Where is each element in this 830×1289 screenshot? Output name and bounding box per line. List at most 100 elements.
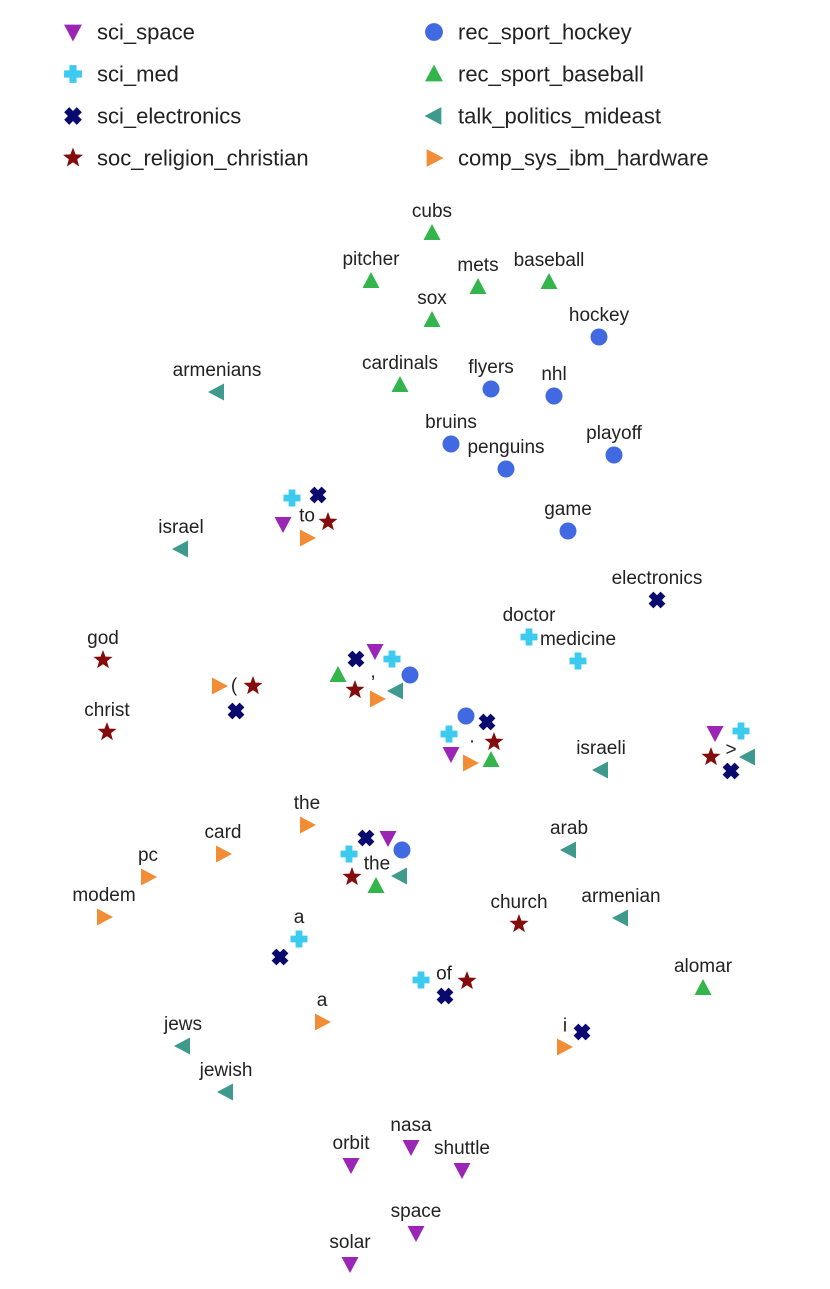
point-sci-med-2 xyxy=(440,725,458,743)
point-rec-sport-hockey-8 xyxy=(457,707,475,725)
point-rec-sport-baseball-7 xyxy=(482,751,500,767)
cluster-annotation-6: of xyxy=(436,964,453,985)
legend-marker-talk-politics-mideast xyxy=(424,107,442,125)
point-rec-sport-hockey-2 xyxy=(545,387,563,405)
point-sci-electronics-4 xyxy=(722,762,740,780)
point-label-jewish: jewish xyxy=(199,1060,253,1081)
point-rec-sport-baseball-1 xyxy=(362,272,380,288)
point-sci-space-6 xyxy=(342,1158,360,1174)
point-comp-sys-ibm-hardware-3 xyxy=(463,754,479,772)
cluster-annotation-0: to xyxy=(299,506,315,527)
point-rec-sport-baseball-3 xyxy=(540,273,558,289)
cluster-annotation-2: , xyxy=(370,662,375,683)
legend-label-rec-sport-hockey: rec_sport_hockey xyxy=(458,20,632,45)
legend-marker-rec-sport-hockey xyxy=(425,23,443,41)
point-rec-sport-baseball-2 xyxy=(469,278,487,294)
legend-marker-sci-space xyxy=(64,24,82,42)
point-sci-space-2 xyxy=(442,747,460,763)
cluster-annotation-7: i xyxy=(563,1016,567,1037)
legend-marker-soc-religion-christian xyxy=(63,147,83,167)
cluster-annotation-4: > xyxy=(725,740,736,761)
point-talk-politics-mideast-7 xyxy=(612,909,628,927)
point-label-playoff: playoff xyxy=(586,423,642,444)
point-comp-sys-ibm-hardware-6 xyxy=(141,868,157,886)
legend-label-sci-med: sci_med xyxy=(97,62,179,87)
point-sci-electronics-6 xyxy=(648,591,666,609)
point-sci-space-7 xyxy=(453,1163,471,1179)
point-label-hockey: hockey xyxy=(569,305,630,326)
point-label-space: space xyxy=(391,1201,442,1222)
point-sci-space-1 xyxy=(366,644,384,660)
plot-markers xyxy=(93,224,755,1273)
point-rec-sport-hockey-7 xyxy=(401,666,419,684)
point-sci-med-3 xyxy=(732,722,750,740)
point-sci-electronics-2 xyxy=(227,702,245,720)
point-label-nasa: nasa xyxy=(390,1115,432,1136)
point-label-church: church xyxy=(490,892,547,913)
point-rec-sport-baseball-9 xyxy=(694,979,712,995)
point-label-cardinals: cardinals xyxy=(362,353,438,374)
point-label-nhl: nhl xyxy=(541,364,566,385)
point-comp-sys-ibm-hardware-7 xyxy=(97,908,113,926)
legend-label-rec-sport-baseball: rec_sport_baseball xyxy=(458,62,644,87)
point-rec-sport-hockey-6 xyxy=(559,522,577,540)
point-label-pitcher: pitcher xyxy=(342,249,400,270)
point-soc-religion-christian-1 xyxy=(243,676,263,695)
point-label-card: card xyxy=(205,822,242,843)
point-label-baseball: baseball xyxy=(514,250,585,271)
point-rec-sport-baseball-4 xyxy=(423,311,441,327)
point-sci-electronics-1 xyxy=(347,650,365,668)
point-soc-religion-christian-8 xyxy=(509,914,529,933)
point-sci-med-7 xyxy=(290,930,308,948)
point-talk-politics-mideast-9 xyxy=(217,1083,233,1101)
point-rec-sport-hockey-0 xyxy=(590,328,608,346)
point-sci-electronics-7 xyxy=(271,948,289,966)
point-soc-religion-christian-2 xyxy=(345,680,365,699)
point-label-armenians: armenians xyxy=(173,360,262,381)
cluster-annotation-5: the xyxy=(364,854,390,875)
legend: sci_spacesci_medsci_electronicssoc_relig… xyxy=(63,20,709,171)
point-rec-sport-baseball-8 xyxy=(367,877,385,893)
point-label-flyers: flyers xyxy=(468,357,513,378)
point-label-god: god xyxy=(87,628,119,649)
point-sci-electronics-0 xyxy=(309,486,327,504)
point-sci-electronics-5 xyxy=(357,829,375,847)
point-sci-electronics-9 xyxy=(573,1023,591,1041)
point-sci-space-5 xyxy=(402,1140,420,1156)
point-rec-sport-hockey-1 xyxy=(482,380,500,398)
point-sci-space-3 xyxy=(706,726,724,742)
legend-marker-sci-electronics xyxy=(64,107,82,125)
legend-marker-sci-med xyxy=(64,65,82,83)
point-label-a: a xyxy=(294,907,305,928)
point-sci-med-0 xyxy=(283,489,301,507)
point-talk-politics-mideast-6 xyxy=(391,867,407,885)
point-talk-politics-mideast-0 xyxy=(208,383,224,401)
point-label-mets: mets xyxy=(457,255,498,276)
legend-label-sci-space: sci_space xyxy=(97,20,195,45)
point-label-arab: arab xyxy=(550,818,588,839)
point-talk-politics-mideast-2 xyxy=(387,682,403,700)
legend-label-sci-electronics: sci_electronics xyxy=(97,104,241,129)
point-soc-religion-christian-0 xyxy=(318,512,338,531)
point-label-electronics: electronics xyxy=(612,568,703,589)
point-label-a: a xyxy=(317,990,328,1011)
point-sci-med-5 xyxy=(520,628,538,646)
point-sci-med-1 xyxy=(383,650,401,668)
point-talk-politics-mideast-1 xyxy=(172,540,188,558)
cluster-annotation-1: ( xyxy=(231,676,238,697)
legend-label-comp-sys-ibm-hardware: comp_sys_ibm_hardware xyxy=(458,146,709,171)
point-rec-sport-hockey-3 xyxy=(442,435,460,453)
point-talk-politics-mideast-4 xyxy=(739,748,755,766)
point-comp-sys-ibm-hardware-5 xyxy=(216,845,232,863)
point-rec-sport-baseball-6 xyxy=(329,666,347,682)
point-label-alomar: alomar xyxy=(674,956,733,977)
point-sci-electronics-8 xyxy=(436,987,454,1005)
point-comp-sys-ibm-hardware-8 xyxy=(315,1013,331,1031)
point-label-jews: jews xyxy=(163,1014,202,1035)
point-label-armenian: armenian xyxy=(581,886,660,907)
point-label-shuttle: shuttle xyxy=(434,1138,490,1159)
point-rec-sport-hockey-5 xyxy=(605,446,623,464)
point-soc-religion-christian-9 xyxy=(457,971,477,990)
point-rec-sport-hockey-9 xyxy=(393,841,411,859)
